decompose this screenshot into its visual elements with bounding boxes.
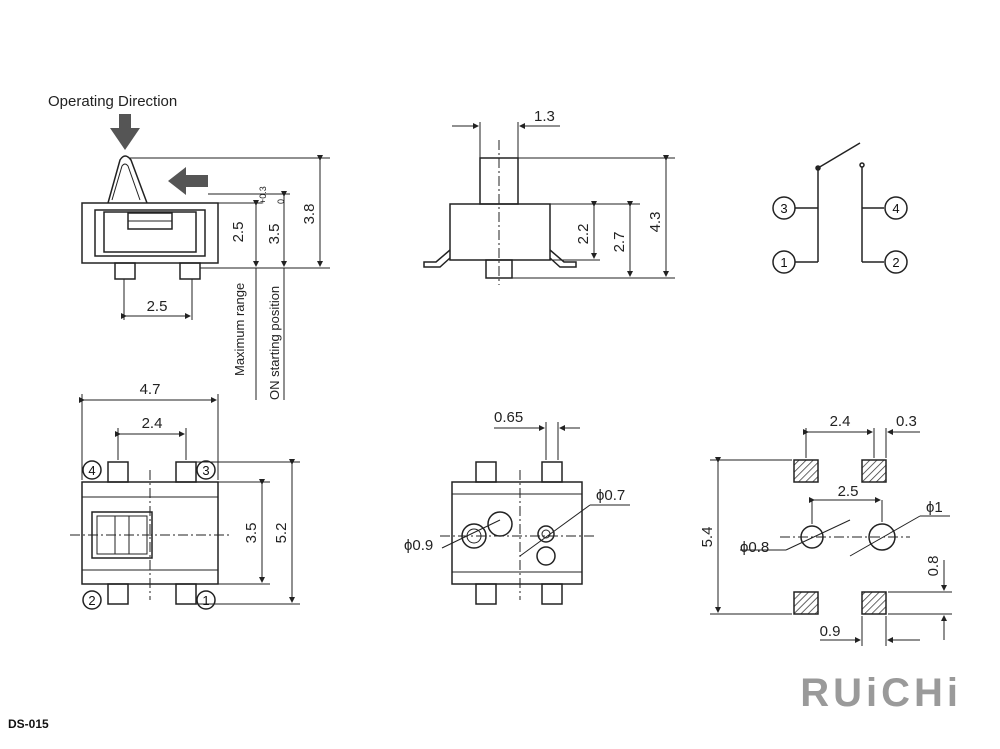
top-pin-label-3: 3 xyxy=(196,460,216,480)
dim-pcb-pad-w: 0.9 xyxy=(820,623,841,640)
label-on-start: ON starting position xyxy=(267,286,282,400)
dim-top-body: 3.5 xyxy=(243,523,260,544)
actuator-lever xyxy=(107,155,148,204)
pcb-pad-tl xyxy=(793,459,819,483)
svg-text:3: 3 xyxy=(202,463,209,478)
dim-pcb-total-y: 5.4 xyxy=(699,527,716,548)
bottom-view: 0.65 ϕ0.7 ϕ0.9 xyxy=(404,409,630,605)
top-pin-label-2: 2 xyxy=(82,590,102,610)
svg-text:4: 4 xyxy=(88,463,95,478)
side-view: Operating Direction xyxy=(48,93,330,400)
top-pad-3 xyxy=(175,461,197,483)
pcb-pad-tr xyxy=(861,459,887,483)
dim-pcb-pad-h: 0.8 xyxy=(925,556,942,577)
dim-actuator-width: 1.3 xyxy=(534,108,555,125)
bottom-pad-tr xyxy=(541,461,563,483)
schematic-pin-3: 3 xyxy=(772,196,796,220)
schematic-pin-2: 2 xyxy=(884,250,908,274)
dim-hole-offset: 0.65 xyxy=(494,409,523,426)
top-pad-4 xyxy=(107,461,129,483)
brand-logo: RUiCHi xyxy=(800,671,962,715)
top-pad-1 xyxy=(175,583,197,605)
circuit-schematic: 3 1 4 2 xyxy=(772,142,908,274)
dim-pcb-hole-large: ϕ1 xyxy=(926,499,943,516)
dim-top-total: 5.2 xyxy=(273,523,290,544)
switch-body xyxy=(81,202,219,264)
pcb-pad-br xyxy=(861,591,887,615)
dim-on-start-tol-upper: +0.3 xyxy=(258,186,268,204)
svg-text:1: 1 xyxy=(780,255,787,270)
pcb-pad-bl xyxy=(793,591,819,615)
schematic-pin-1: 1 xyxy=(772,250,796,274)
dim-pcb-pitch-x: 2.4 xyxy=(830,413,851,430)
dim-pcb-hole-pitch: 2.5 xyxy=(838,483,859,500)
svg-text:3: 3 xyxy=(780,201,787,216)
dim-top-pin-pitch: 2.4 xyxy=(142,415,163,432)
dim-bottom-hole-small: ϕ0.7 xyxy=(596,487,625,504)
dim-max-range: 2.5 xyxy=(230,222,247,243)
title-operating-direction: Operating Direction xyxy=(48,93,177,110)
svg-text:2: 2 xyxy=(88,593,95,608)
dim-pcb-hole-small: ϕ0.8 xyxy=(740,539,769,556)
svg-text:2: 2 xyxy=(892,255,899,270)
label-max-range: Maximum range xyxy=(232,283,247,376)
schematic-pin-4: 4 xyxy=(884,196,908,220)
bottom-pad-tl xyxy=(475,461,497,483)
bottom-pad-br xyxy=(541,583,563,605)
top-pin-label-4: 4 xyxy=(82,460,102,480)
dim-body-height: 2.2 xyxy=(575,224,592,245)
dim-pcb-pad-gap: 0.3 xyxy=(896,413,917,430)
svg-text:1: 1 xyxy=(202,593,209,608)
bottom-hole-small xyxy=(537,525,555,543)
top-pad-2 xyxy=(107,583,129,605)
front-post xyxy=(485,259,513,279)
dim-on-start-tol-lower: 0 xyxy=(276,199,286,204)
dim-height-27: 2.7 xyxy=(611,232,628,253)
dim-pin-pitch: 2.5 xyxy=(147,298,168,315)
left-arrow-icon xyxy=(168,167,208,195)
front-body xyxy=(449,203,551,261)
down-arrow-icon xyxy=(110,114,140,150)
bottom-body xyxy=(451,481,583,585)
front-view: 1.3 2.2 2.7 4.3 xyxy=(423,108,675,285)
top-view: 4.7 2.4 3.5 5.2 4 3 2 1 xyxy=(70,381,300,610)
dim-on-start: 3.5 xyxy=(266,224,283,245)
pin-left xyxy=(114,262,136,280)
dim-bottom-hole-large: ϕ0.9 xyxy=(404,537,433,554)
dim-top-width: 4.7 xyxy=(140,381,161,398)
top-pin-label-1: 1 xyxy=(196,590,216,610)
dim-height-total: 3.8 xyxy=(301,204,318,225)
svg-text:4: 4 xyxy=(892,201,899,216)
dim-total-height: 4.3 xyxy=(647,212,664,233)
part-code: DS-015 xyxy=(8,717,49,731)
bottom-pad-bl xyxy=(475,583,497,605)
pcb-layout: 2.4 0.3 2.5 ϕ1 ϕ0.8 5.4 0.8 0.9 xyxy=(699,413,952,646)
pin-right xyxy=(179,262,201,280)
